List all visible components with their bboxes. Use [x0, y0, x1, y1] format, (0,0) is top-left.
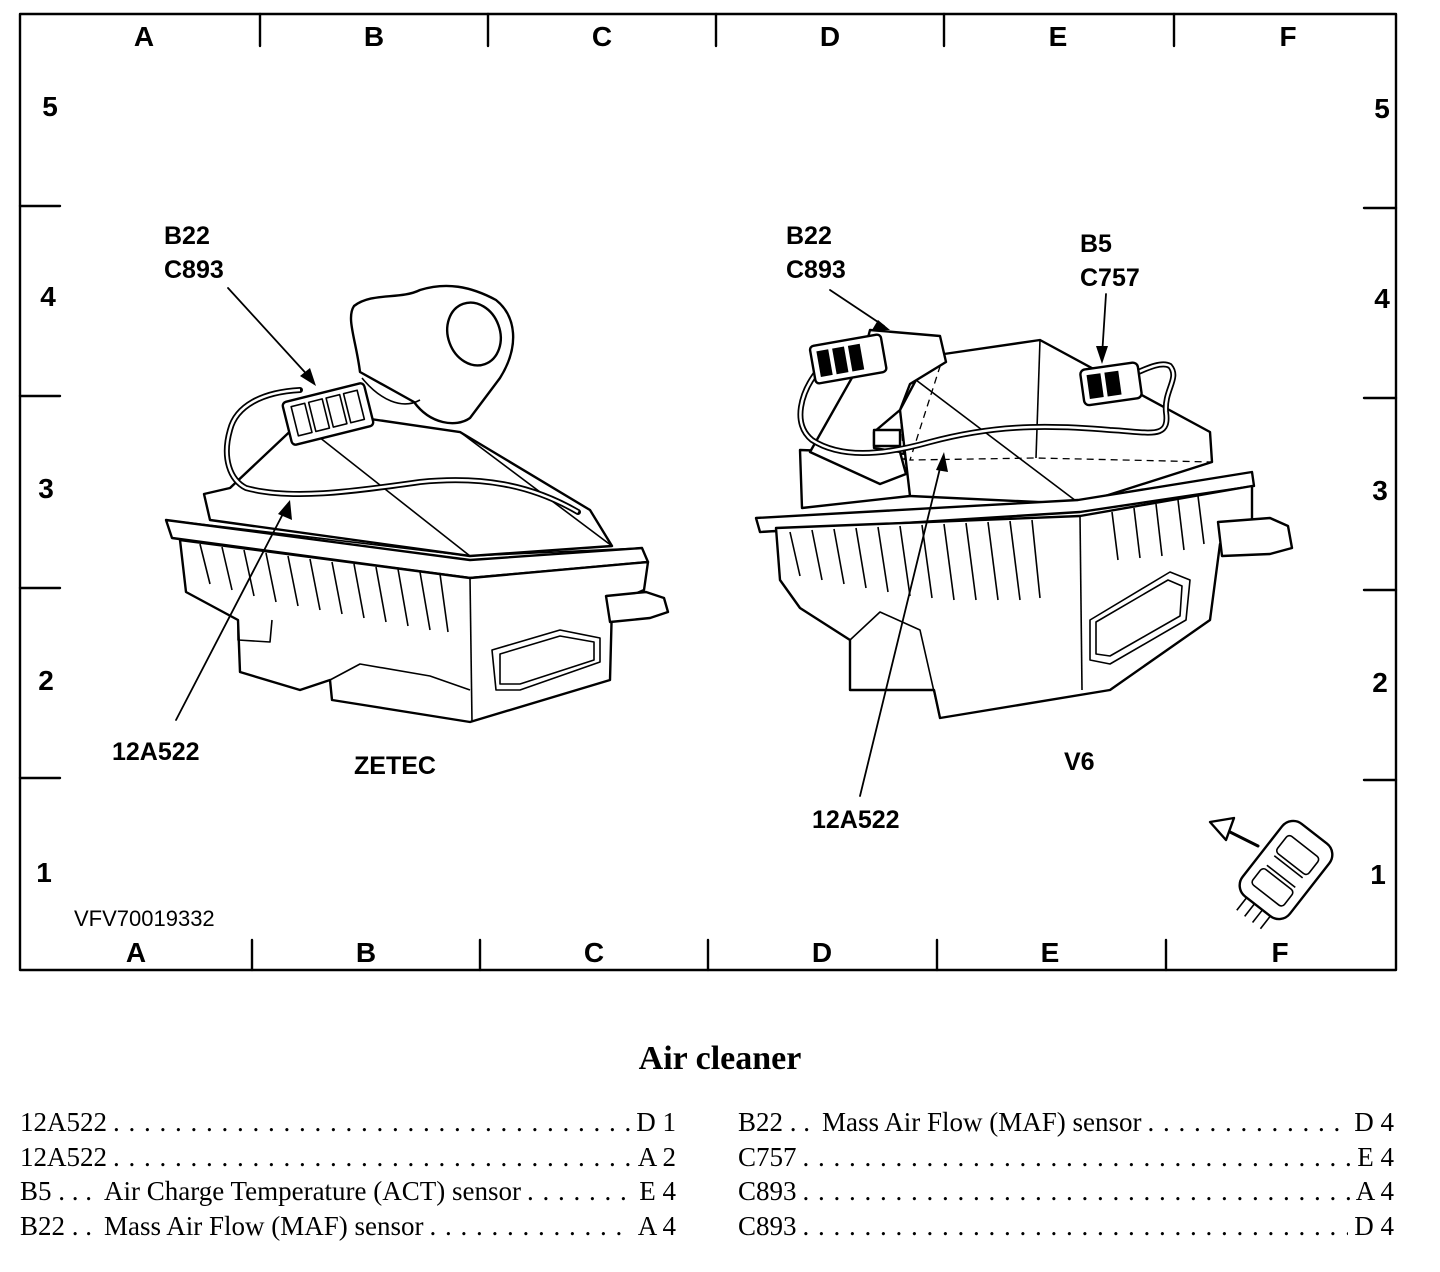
legend-code: C757: [738, 1141, 797, 1172]
grid-col-bottom-c: C: [584, 937, 604, 968]
legend-description: Air Charge Temperature (ACT) sensor: [104, 1176, 521, 1206]
zetec-caption: ZETEC: [354, 752, 436, 780]
legend-row: C757 E 4: [738, 1140, 1394, 1175]
legend-leader-dots: [527, 1174, 633, 1209]
grid-row-right-3: 3: [1372, 475, 1388, 506]
grid-row-right-4: 4: [1374, 283, 1390, 314]
legend-location: A 4: [637, 1210, 676, 1241]
legend-row: B22 . . Mass Air Flow (MAF) sensor A 4: [20, 1209, 676, 1244]
right-row-ticks: [1362, 206, 1398, 782]
legend-row: B5 . . . Air Charge Temperature (ACT) se…: [20, 1174, 676, 1209]
legend-row: B22 . . Mass Air Flow (MAF) sensor D 4: [738, 1105, 1394, 1140]
zetec-callout-b22: B22: [164, 222, 210, 250]
front-of-vehicle-car-icon: [1236, 819, 1334, 930]
grid-col-top-c: C: [592, 21, 612, 52]
legend-code: B22 . .: [738, 1107, 811, 1137]
legend-left-column: 12A522 D 1 12A522 A 2 B5 . . . Air Charg…: [20, 1105, 676, 1243]
grid-row-left-1: 1: [36, 857, 52, 888]
legend-code: B22 . .: [20, 1210, 93, 1241]
grid-row-left-2: 2: [38, 665, 54, 696]
grid-row-right-1: 1: [1370, 859, 1386, 890]
v6-callout-b22: B22: [786, 222, 832, 250]
v6-caption: V6: [1064, 748, 1095, 776]
grid-col-bottom-f: F: [1271, 937, 1288, 968]
legend-location: D 4: [1354, 1210, 1394, 1241]
diagram-frame: A B C D E F A B C D E F 5 4 3 2 1 5 4 3 …: [18, 12, 1398, 972]
v6-callout-b5: B5: [1080, 230, 1112, 258]
grid-col-top-e: E: [1049, 21, 1068, 52]
grid-col-bottom-d: D: [812, 937, 832, 968]
legend-leader-dots: [803, 1140, 1352, 1175]
forward-direction-arrow-icon: [1208, 816, 1260, 848]
legend-description: Mass Air Flow (MAF) sensor: [104, 1210, 424, 1241]
zetec-callout-c893: C893: [164, 256, 224, 284]
legend-location: E 4: [1357, 1141, 1394, 1172]
left-row-ticks: [18, 204, 62, 780]
legend-description: Mass Air Flow (MAF) sensor: [822, 1107, 1142, 1137]
grid-col-top-a: A: [134, 21, 154, 52]
legend-location: E 4: [639, 1176, 676, 1206]
legend-location: A 2: [637, 1141, 676, 1172]
zetec-air-cleaner-illustration: [164, 284, 670, 724]
v6-callout-c757: C757: [1080, 264, 1140, 292]
legend-location: A 4: [1355, 1176, 1394, 1206]
grid-col-top-b: B: [364, 21, 384, 52]
legend-row: 12A522 A 2: [20, 1140, 676, 1175]
bottom-column-ticks: [250, 938, 1168, 972]
legend-code: 12A522: [20, 1107, 107, 1137]
v6-callout-c893: C893: [786, 256, 846, 284]
legend-row: 12A522 D 1: [20, 1105, 676, 1140]
legend-leader-dots: [803, 1209, 1349, 1244]
v6-air-cleaner-illustration: [754, 289, 1294, 797]
legend-code: 12A522: [20, 1141, 107, 1172]
grid-col-top-d: D: [820, 21, 840, 52]
legend-row: C893 D 4: [738, 1209, 1394, 1244]
grid-row-left-4: 4: [40, 281, 56, 312]
legend-code: C893: [738, 1210, 797, 1241]
grid-row-right-2: 2: [1372, 667, 1388, 698]
legend-right-column: B22 . . Mass Air Flow (MAF) sensor D 4 C…: [738, 1105, 1394, 1243]
figure-title: Air cleaner: [638, 1040, 802, 1077]
legend-code: C893: [738, 1176, 797, 1206]
legend-leader-dots: [430, 1209, 632, 1244]
grid-col-top-f: F: [1279, 21, 1296, 52]
v6-callout-12a522: 12A522: [812, 806, 900, 834]
grid-row-right-5: 5: [1374, 93, 1390, 124]
grid-row-left-5: 5: [42, 91, 58, 122]
legend-leader-dots: [113, 1105, 630, 1140]
legend-leader-dots: [803, 1174, 1350, 1209]
legend-leader-dots: [1148, 1105, 1349, 1140]
legend-row: C893 A 4: [738, 1174, 1394, 1209]
grid-row-left-3: 3: [38, 473, 54, 504]
drawing-id: VFV70019332: [74, 906, 215, 931]
top-column-ticks: [258, 12, 1176, 48]
grid-col-bottom-e: E: [1041, 937, 1060, 968]
grid-col-bottom-b: B: [356, 937, 376, 968]
zetec-callout-12a522: 12A522: [112, 738, 200, 766]
legend-leader-dots: [113, 1140, 632, 1175]
legend-location: D 4: [1354, 1107, 1394, 1137]
legend-code: B5 . . .: [20, 1176, 93, 1206]
legend-location: D 1: [636, 1107, 676, 1137]
grid-col-bottom-a: A: [126, 937, 146, 968]
